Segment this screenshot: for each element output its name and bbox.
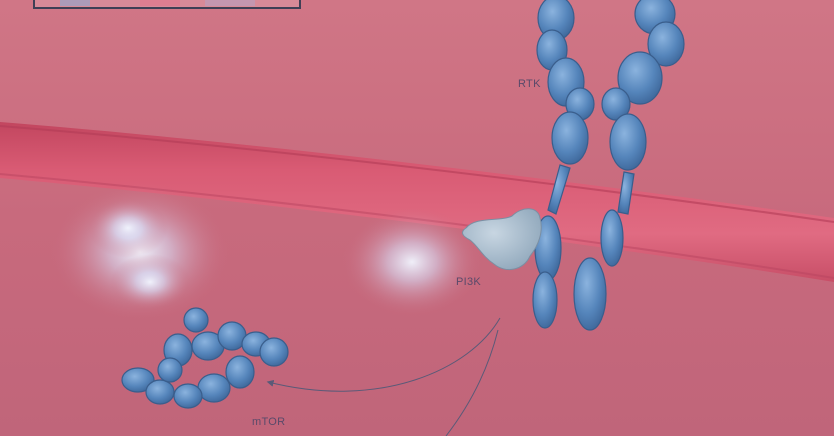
arrow-pi3k-to-mtor: [266, 317, 501, 392]
pi3k-label: PI3K: [456, 276, 482, 288]
rtk-label: RTK: [518, 78, 541, 90]
mtor-complex: [121, 307, 289, 409]
rtk-receptor: [532, 0, 685, 331]
pi3k-protein: [462, 208, 542, 271]
mtor-label: mTOR: [252, 416, 286, 428]
cell-membrane: [0, 122, 834, 282]
signaling-arrows: [266, 317, 501, 436]
glow-spots: [50, 182, 482, 322]
arrow-pi3k-down: [445, 329, 499, 436]
inset-panel: [33, 0, 301, 9]
